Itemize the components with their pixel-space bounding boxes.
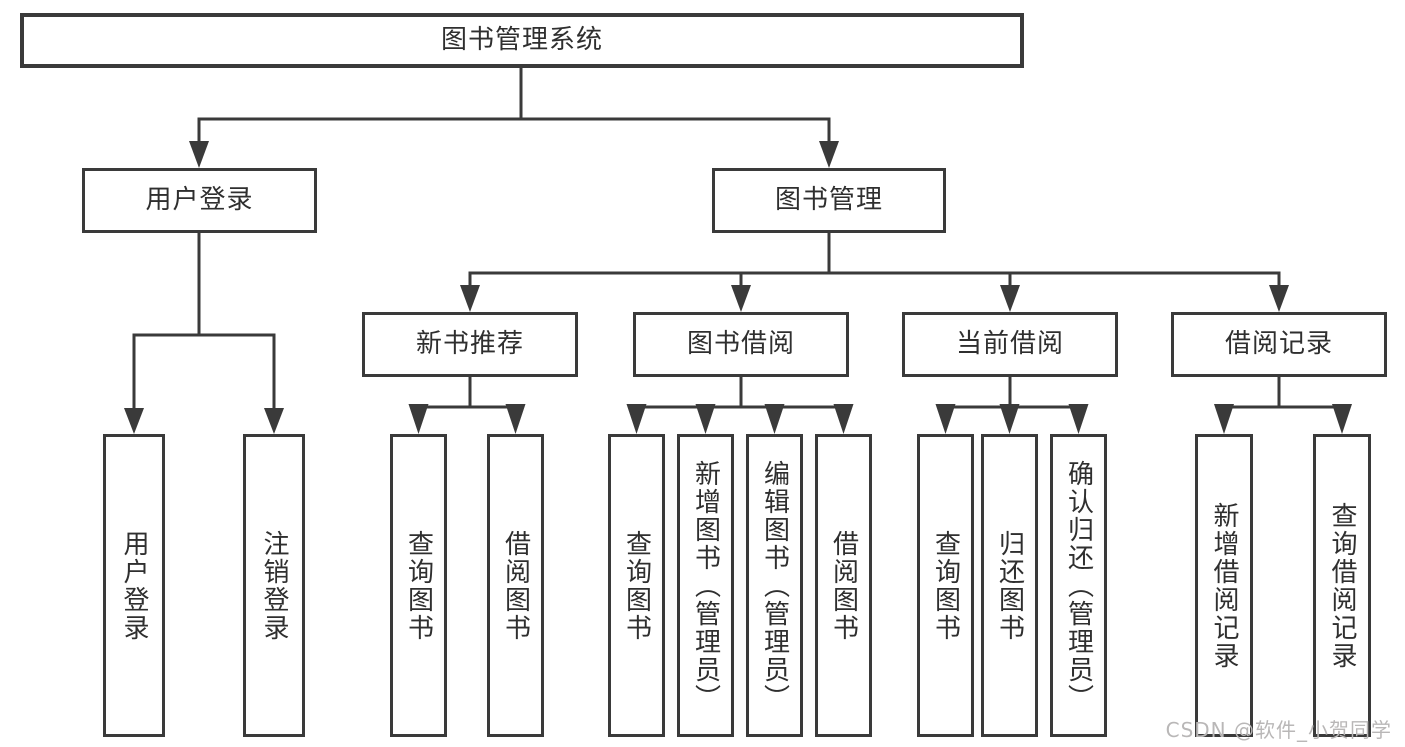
- leaf-return-books-label: 归还图书: [994, 529, 1025, 642]
- leaf-borrow-books-label: 借阅图书: [828, 529, 859, 642]
- leaf-edit-books-admin: 编辑图书（管理员）: [746, 434, 803, 737]
- node-current-borrowing: 当前借阅: [902, 312, 1118, 377]
- node-borrowing-records: 借阅记录: [1171, 312, 1387, 377]
- node-library-management-system: 图书管理系统: [20, 13, 1024, 68]
- leaf-connectors: [408, 377, 1352, 434]
- node-book-management-label: 图书管理: [774, 184, 883, 215]
- leaf-recommend-borrow-books-label: 借阅图书: [500, 529, 531, 642]
- leaf-current-query-books-label: 查询图书: [930, 529, 961, 642]
- node-book-borrowing-label: 图书借阅: [686, 328, 795, 359]
- node-borrowing-records-label: 借阅记录: [1224, 328, 1333, 359]
- leaf-recommend-query-books-label: 查询图书: [403, 529, 434, 642]
- leaf-recommend-query-books: 查询图书: [390, 434, 447, 737]
- node-new-book-recommendation-label: 新书推荐: [415, 328, 524, 359]
- user-login-connector: [124, 233, 284, 434]
- leaf-add-borrow-record: 新增借阅记录: [1195, 434, 1253, 737]
- leaf-edit-books-admin-label: 编辑图书（管理员）: [759, 459, 790, 712]
- leaf-add-books-admin-label: 新增图书（管理员）: [690, 459, 721, 712]
- node-library-management-system-label: 图书管理系统: [440, 24, 603, 55]
- leaf-confirm-return-admin-label: 确认归还（管理员）: [1063, 459, 1094, 712]
- leaf-logout-label: 注销登录: [259, 529, 289, 642]
- leaf-recommend-borrow-books: 借阅图书: [487, 434, 544, 737]
- leaf-borrow-query-books: 查询图书: [608, 434, 665, 737]
- leaf-current-query-books: 查询图书: [917, 434, 974, 737]
- node-user-login-label: 用户登录: [145, 184, 254, 215]
- leaf-query-borrow-record-label: 查询借阅记录: [1327, 501, 1357, 670]
- leaf-confirm-return-admin: 确认归还（管理员）: [1050, 434, 1107, 737]
- node-new-book-recommendation: 新书推荐: [362, 312, 578, 377]
- root-connector: [189, 68, 839, 168]
- book-management-connector: [460, 233, 1289, 312]
- node-user-login: 用户登录: [82, 168, 317, 233]
- node-book-management: 图书管理: [712, 168, 946, 233]
- leaf-borrow-query-books-label: 查询图书: [621, 529, 652, 642]
- leaf-add-books-admin: 新增图书（管理员）: [677, 434, 734, 737]
- leaf-query-borrow-record: 查询借阅记录: [1313, 434, 1371, 737]
- leaf-add-borrow-record-label: 新增借阅记录: [1209, 501, 1239, 670]
- leaf-return-books: 归还图书: [981, 434, 1038, 737]
- leaf-user-login: 用户登录: [103, 434, 165, 737]
- node-current-borrowing-label: 当前借阅: [955, 328, 1064, 359]
- leaf-borrow-books: 借阅图书: [815, 434, 872, 737]
- node-book-borrowing: 图书借阅: [633, 312, 849, 377]
- leaf-logout: 注销登录: [243, 434, 305, 737]
- leaf-user-login-label: 用户登录: [119, 529, 149, 642]
- watermark: CSDN @软件_小贺同学: [1165, 718, 1392, 742]
